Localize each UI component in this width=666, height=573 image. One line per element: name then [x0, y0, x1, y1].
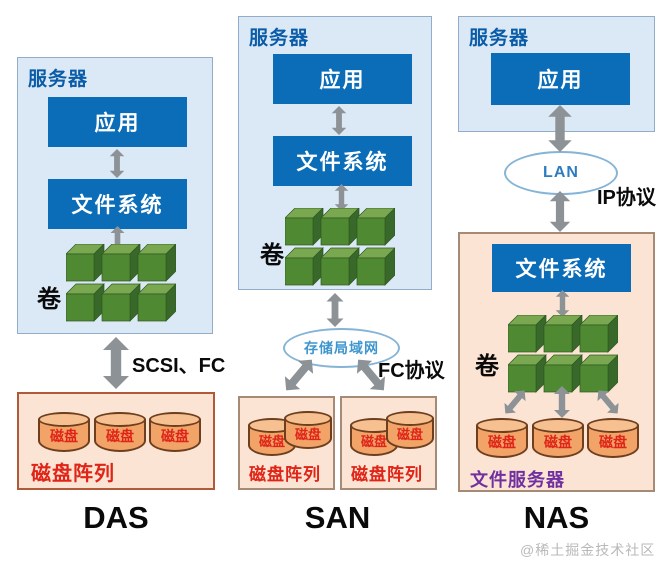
das-disk-array-box: 磁盘 磁盘 磁盘 磁盘阵列	[17, 392, 215, 490]
san-disk-array-box-1: 磁盘 磁盘 磁盘阵列	[238, 396, 335, 490]
disk-label: 磁盘	[360, 434, 387, 449]
disk-label: 磁盘	[599, 434, 627, 450]
nas-cube-disk-arrow-middle-icon	[551, 386, 573, 418]
disk-cylinder: 磁盘	[476, 418, 528, 458]
disk-top-icon	[532, 418, 584, 433]
double-arrow-icon	[105, 149, 129, 178]
san-disk-array-box-2: 磁盘 磁盘 磁盘阵列	[340, 396, 437, 490]
das-filesystem-box: 文件系统	[48, 179, 187, 229]
disk-top-icon	[587, 418, 639, 433]
double-arrow-icon	[327, 106, 351, 135]
nas-file-server-box: 文件系统 卷 磁盘 磁盘 磁盘 文件服务器	[458, 232, 655, 492]
das-server-label: 服务器	[28, 69, 89, 90]
san-volume-label: 卷	[260, 242, 284, 269]
nas-volume-cubes-icon	[508, 315, 618, 393]
disk-top-icon	[94, 412, 146, 427]
watermark-text: @稀土掘金技术社区	[520, 542, 656, 558]
nas-title: NAS	[523, 500, 590, 535]
nas-volume-label: 卷	[475, 353, 499, 380]
disk-top-icon	[386, 411, 434, 426]
das-application-box: 应用	[48, 97, 187, 147]
das-title: DAS	[83, 500, 149, 535]
san-application-box: 应用	[273, 54, 412, 104]
nas-application-box: 应用	[491, 53, 630, 105]
das-volume-label: 卷	[37, 286, 61, 313]
disk-label: 磁盘	[106, 428, 134, 444]
disk-cylinder: 磁盘	[94, 412, 146, 452]
disk-label: 磁盘	[488, 434, 516, 450]
disk-cylinder: 磁盘	[284, 411, 332, 449]
nas-protocol-label: IP协议	[597, 187, 656, 209]
disk-label: 磁盘	[544, 434, 572, 450]
disk-cylinder: 磁盘	[38, 412, 90, 452]
san-network-label: 存储局域网	[304, 340, 379, 356]
disk-cylinder: 磁盘	[532, 418, 584, 458]
das-server-box: 服务器 应用 文件系统 卷	[17, 57, 213, 334]
das-array-label: 磁盘阵列	[31, 463, 115, 485]
san-protocol-label: FC协议	[378, 360, 445, 382]
nas-lan-label: LAN	[543, 164, 579, 181]
san-server-network-arrow-icon	[322, 293, 348, 327]
disk-label: 磁盘	[258, 434, 285, 449]
nas-server-box: 服务器 应用	[458, 16, 655, 132]
nas-server-label: 服务器	[469, 28, 530, 49]
das-link-protocol-label: SCSI、FC	[132, 355, 226, 377]
nas-server-lan-arrow-icon	[546, 105, 574, 152]
san-title: SAN	[304, 500, 371, 535]
nas-fileserver-label: 文件服务器	[470, 470, 565, 490]
nas-filesystem-box: 文件系统	[492, 244, 631, 292]
double-arrow-icon	[552, 290, 573, 317]
disk-cylinder: 磁盘	[149, 412, 201, 452]
disk-label: 磁盘	[50, 428, 78, 444]
das-volume-cubes-icon	[66, 244, 176, 322]
disk-top-icon	[284, 411, 332, 426]
san-server-box: 服务器 应用 文件系统 卷	[238, 16, 432, 290]
disk-top-icon	[476, 418, 528, 433]
disk-label: 磁盘	[294, 427, 321, 442]
san-array-label-2: 磁盘阵列	[351, 465, 423, 484]
san-server-label: 服务器	[249, 28, 310, 49]
san-array-label-1: 磁盘阵列	[249, 465, 321, 484]
das-server-storage-arrow-icon	[101, 337, 131, 389]
nas-lan-fileserver-arrow-icon	[547, 191, 573, 232]
disk-label: 磁盘	[161, 428, 189, 444]
san-volume-cubes-icon	[285, 208, 395, 286]
disk-top-icon	[38, 412, 90, 427]
disk-top-icon	[149, 412, 201, 427]
disk-cylinder: 磁盘	[386, 411, 434, 449]
double-arrow-icon	[331, 184, 352, 211]
disk-label: 磁盘	[396, 427, 423, 442]
disk-cylinder: 磁盘	[587, 418, 639, 458]
san-filesystem-box: 文件系统	[273, 136, 412, 186]
